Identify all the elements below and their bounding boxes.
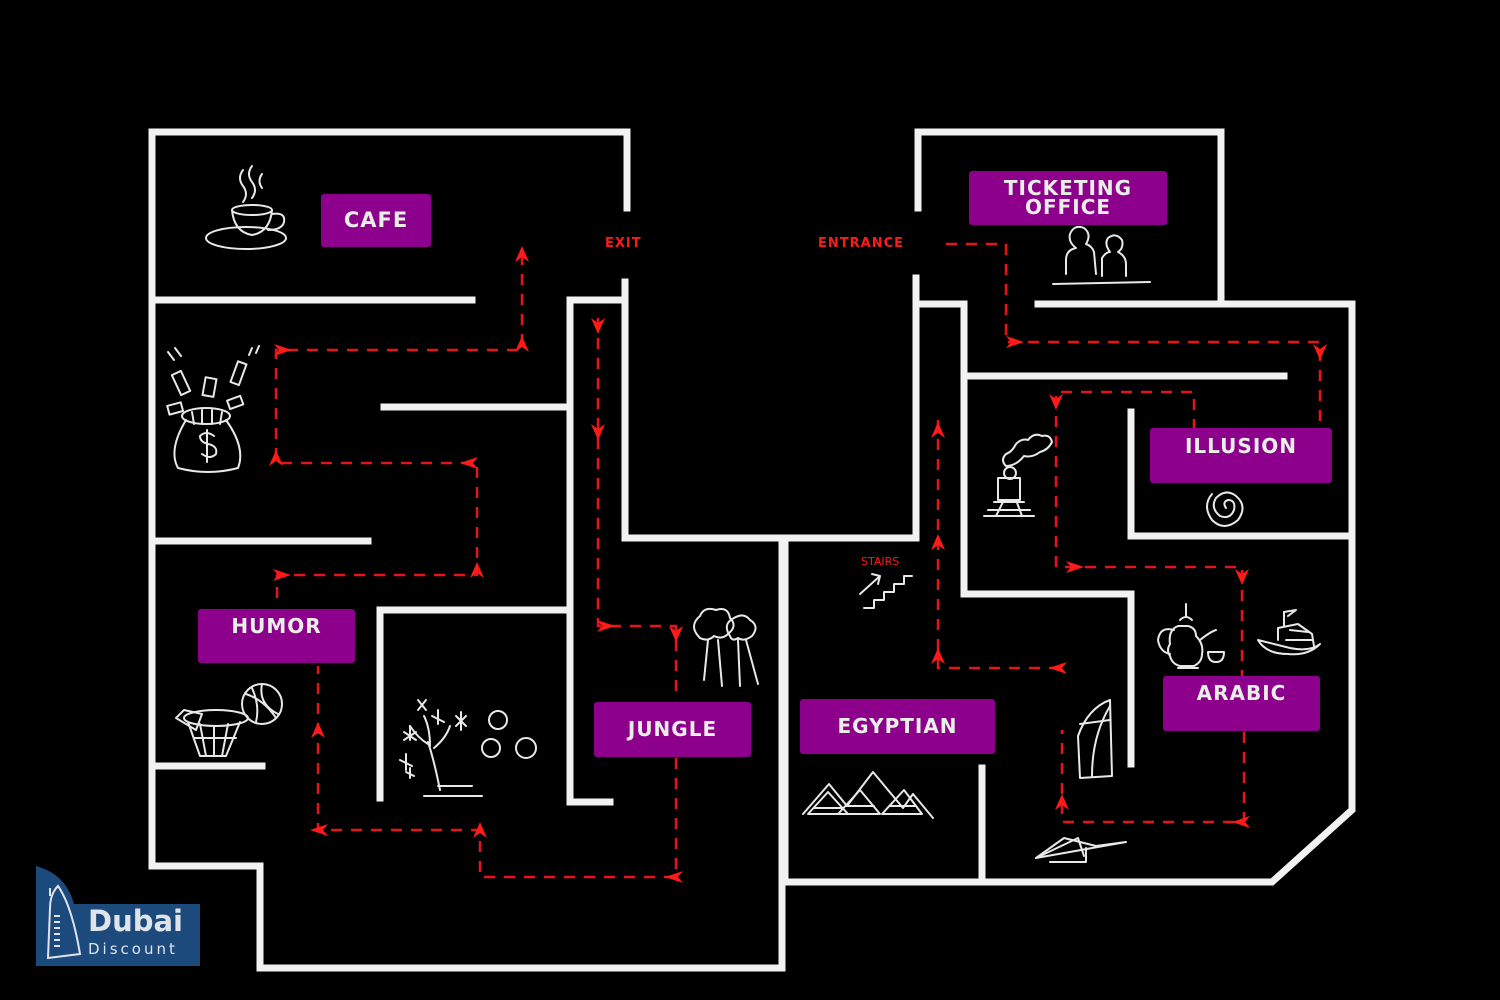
wall-corridor [566,296,629,806]
wall-left-outer [148,128,786,972]
route-segment [936,420,1060,670]
walls [148,128,1356,972]
dubai-discount-logo[interactable]: Dubai Discount [36,866,200,966]
arrow-left [665,871,683,883]
logo-brand: Dubai [88,904,183,938]
arrow-up [515,246,529,262]
stairs-marker: STAIRS [861,555,900,568]
route-segment [1060,730,1246,824]
arrow-up [470,562,484,578]
logo-tagline: Discount [88,940,178,958]
arrow-right [597,620,615,632]
arrow-up [931,534,945,550]
wall-ticketing [914,128,1225,306]
dhow-boat-icon [1257,609,1321,656]
wall-right-outer [781,274,1356,886]
room-label-text: EGYPTIAN [837,714,958,738]
stairs-icon [859,573,913,609]
wall-illusion-room [1127,408,1354,540]
arrow-down [1049,394,1063,410]
fireworks-icon [399,699,537,797]
room-label-arabic[interactable]: ARABIC [1163,676,1320,731]
room-label-text: JUNGLE [627,717,718,741]
arrow-down [1313,344,1327,360]
exit-marker: EXIT [605,236,642,251]
arrow-down [591,424,605,440]
route-segment [596,318,678,700]
arrow-right [273,569,291,581]
route-segment [1054,390,1244,678]
room-label-humor[interactable]: HUMOR [198,609,355,663]
arrow-down [669,626,683,642]
arrow-up [311,722,325,738]
trees-icon [693,607,759,687]
arrow-up [515,336,529,352]
logo-background [36,866,200,966]
coffee-cup-icon [205,165,287,250]
spiral-icon [1206,491,1244,527]
dallah-coffee-pot-icon [1157,603,1225,669]
room-label-text: ARABIC [1196,681,1287,705]
paper-plane-icon [1035,837,1127,863]
room-label-illusion[interactable]: ILLUSION [1150,428,1332,483]
arrow-right [274,344,292,356]
people-at-counter-icon [1052,225,1151,285]
arrow-up [931,422,945,438]
arrow-up [473,822,487,838]
route-segment [316,666,678,879]
arrow-right [1066,561,1084,573]
basketball-hoop-icon [175,683,283,757]
arrow-right [1006,336,1024,348]
arrow-left [310,824,328,836]
visitor-route [274,242,1322,879]
room-label-text: CAFE [343,207,409,232]
room-label-cafe[interactable]: CAFE [321,194,431,247]
arrow-left [460,457,478,469]
wall-fireworks-room [376,606,572,802]
room-label-text: HUMOR [231,614,322,638]
entrance-marker: ENTRANCE [818,236,904,251]
room-label-ticketing-office[interactable]: TICKETING OFFICE [969,171,1167,225]
room-label-text: TICKETING OFFICE [1003,176,1133,219]
burj-al-arab-icon [46,884,82,960]
wall-stairs-corridor [914,300,1135,768]
arrow-up [269,450,283,466]
money-bag-icon [166,345,260,473]
route-segment [946,242,1322,430]
burj-al-arab-icon [1077,699,1113,779]
room-label-jungle[interactable]: JUNGLE [594,702,751,757]
arrow-down [1235,569,1249,585]
arrow-up [1055,794,1069,810]
arrow-down [591,318,605,334]
arrow-left [1049,662,1067,674]
room-label-egyptian[interactable]: EGYPTIAN [800,699,995,754]
room-label-text: ILLUSION [1184,434,1298,458]
route-arrows [269,246,1327,883]
pyramids-icon [802,771,934,819]
arrow-up [931,648,945,664]
arrow-left [1232,816,1250,828]
steam-train-icon [983,433,1053,517]
